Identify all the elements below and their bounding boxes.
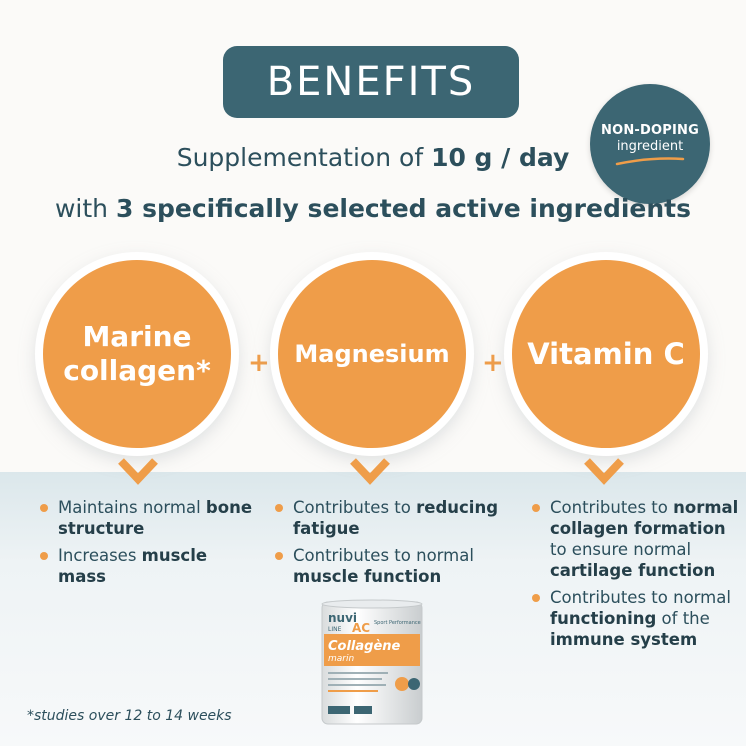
benefit-bold: muscle function	[293, 567, 442, 586]
product-sub: marin	[328, 654, 354, 664]
benefit-bold: cartilage function	[550, 561, 716, 580]
badge-line1: NON-DOPING	[601, 122, 699, 138]
benefit-text: Contributes to normal	[293, 546, 474, 565]
benefit-text: to ensure normal	[550, 540, 692, 559]
list-item: Increases muscle mass	[40, 545, 260, 587]
subtitle-line2-bold: 3 specifically selected active ingredien…	[115, 194, 692, 223]
plus-icon: +	[248, 348, 270, 378]
benefits-list-magnesium: Contributes to reducing fatigue Contribu…	[275, 497, 505, 593]
benefits-list-vitamin-c: Contributes to normal collagen formation…	[532, 497, 744, 656]
subtitle-line1-text: Supplementation of	[176, 143, 432, 172]
product-line-ac: AC	[352, 621, 370, 635]
list-item: Maintains normal bone structure	[40, 497, 260, 539]
benefit-text: of the	[656, 609, 710, 628]
list-item: Contributes to reducing fatigue	[275, 497, 505, 539]
subtitle-line1: Supplementation of 10 g / day	[0, 143, 746, 172]
benefit-bold: functioning	[550, 609, 657, 628]
benefit-text: Maintains normal	[58, 498, 206, 517]
non-doping-badge: NON-DOPING ingredient	[590, 84, 710, 204]
page-title: BENEFITS	[223, 46, 519, 118]
subtitle-line2: with 3 specifically selected active ingr…	[0, 194, 746, 223]
product-can-image: nuvi LINE AC Sport Performance Collagène…	[321, 599, 423, 725]
benefit-text: Increases	[58, 546, 142, 565]
list-item: Contributes to normal collagen formation…	[532, 497, 744, 581]
list-item: Contributes to normal functioning of the…	[532, 587, 744, 650]
ingredient-name: Vitamin C	[527, 337, 685, 371]
product-tag: Sport Performance	[374, 620, 421, 626]
ingredient-circle-vitamin-c: Vitamin C	[512, 260, 700, 448]
chevron-down-icon	[350, 458, 390, 485]
ingredient-circle-magnesium: Magnesium	[278, 260, 466, 448]
product-line: LINE	[328, 626, 342, 633]
benefit-bold: immune system	[550, 630, 698, 649]
chevron-down-icon	[584, 458, 624, 485]
benefits-list-collagen: Maintains normal bone structure Increase…	[40, 497, 260, 593]
benefit-text: Contributes to	[550, 498, 674, 517]
swoosh-icon	[615, 156, 685, 165]
product-name: Collagène	[328, 639, 401, 654]
benefit-text: Contributes to normal	[550, 588, 731, 607]
benefit-bold: reducing fatigue	[293, 498, 499, 538]
subtitle-line1-bold: 10 g / day	[431, 143, 570, 172]
page-title-text: BENEFITS	[266, 59, 476, 105]
chevron-down-icon	[118, 458, 158, 485]
benefit-bold: bone structure	[58, 498, 253, 538]
plus-icon: +	[482, 348, 504, 378]
ingredient-circle-marine-collagen: Marine collagen*	[43, 260, 231, 448]
ingredient-name-line1: Marine	[82, 320, 192, 353]
ingredient-name-line2: collagen*	[63, 354, 211, 387]
benefit-text: Contributes to	[293, 498, 417, 517]
subtitle-line2-text: with	[54, 194, 116, 223]
benefit-bold: muscle mass	[58, 546, 208, 586]
product-brand: nuvi	[328, 611, 357, 625]
footnote: *studies over 12 to 14 weeks	[27, 708, 232, 724]
badge-line2: ingredient	[616, 138, 684, 154]
list-item: Contributes to normal muscle function	[275, 545, 505, 587]
benefit-bold: normal collagen formation	[550, 498, 739, 538]
ingredient-name: Magnesium	[294, 340, 450, 368]
